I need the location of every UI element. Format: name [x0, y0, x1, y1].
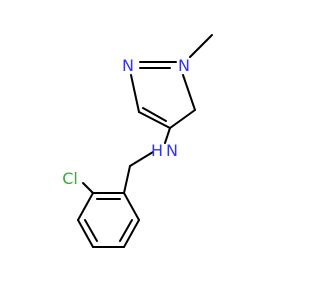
atom-cl: Cl	[62, 169, 78, 188]
bond-c4-c3	[138, 111, 171, 129]
atom-h-amine: H	[151, 141, 163, 160]
bond-benzene-inner-3	[119, 219, 133, 242]
bond-benzene-2	[77, 192, 94, 221]
atom-n-amine: N	[166, 141, 178, 160]
atom-labels: N N N H Cl	[62, 56, 190, 188]
bond-lines	[77, 34, 213, 248]
bond-ch2-c1	[123, 165, 131, 194]
bond-n1-c5	[182, 74, 196, 111]
molecule-structure: N N N H Cl	[62, 34, 213, 248]
bond-c5-c4	[169, 109, 196, 129]
atom-n-ring-methyl: N	[178, 56, 190, 75]
bond-c4-nh	[164, 127, 171, 144]
bond-benzene-inner-2	[84, 219, 98, 242]
bond-n1-methyl	[189, 34, 213, 58]
bond-c-cl	[82, 182, 94, 194]
bond-c4-c3-double	[142, 107, 167, 122]
atom-n-ring-double: N	[122, 56, 134, 75]
bond-nh-ch2	[129, 151, 154, 167]
bond-c3-n2	[130, 74, 140, 113]
bond-benzene-6	[123, 192, 140, 221]
bond-benzene-5	[123, 219, 140, 248]
bond-benzene-3	[77, 219, 94, 248]
